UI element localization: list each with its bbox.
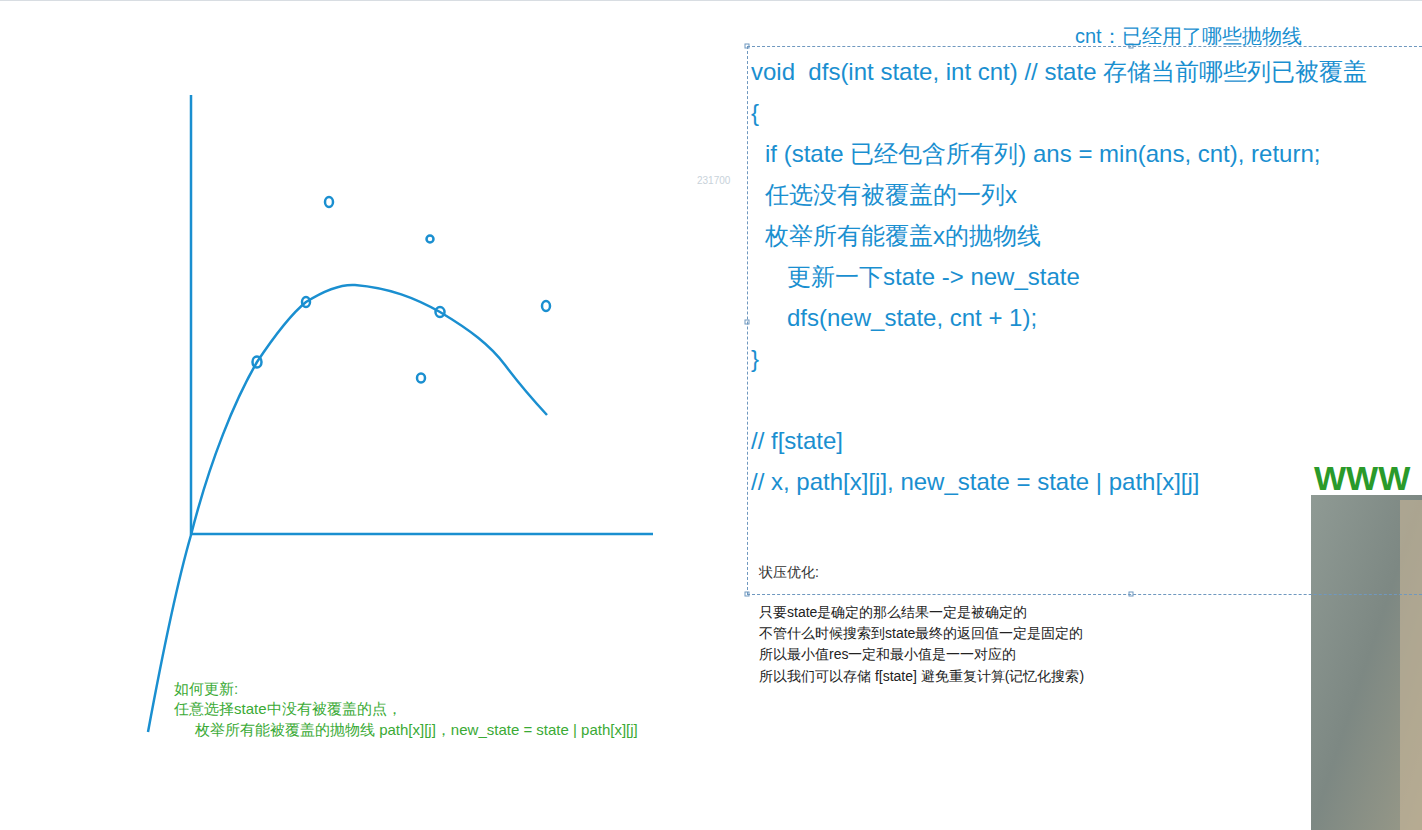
target-point	[417, 374, 425, 383]
watermark: 231700	[697, 175, 730, 187]
note-line: 所以我们可以存储 f[state] 避免重复计算(记忆化搜索)	[759, 668, 1084, 685]
target-point	[427, 236, 434, 243]
watermark: WWW	[1314, 458, 1410, 499]
x-axis	[191, 533, 653, 536]
code-selection-box: void dfs(int state, int cnt) // state 存储…	[747, 46, 1422, 595]
code-line: dfs(new_state, cnt + 1);	[787, 304, 1037, 333]
note-line: 所以最小值res一定和最小值是一一对应的	[759, 646, 1016, 663]
note-line: 不管什么时候搜索到state最终的返回值一定是固定的	[759, 625, 1083, 642]
target-point	[325, 197, 333, 207]
note-heading: 如何更新:	[174, 680, 238, 698]
heading-note: cnt：已经用了哪些抛物线	[1075, 24, 1302, 48]
y-axis	[190, 95, 193, 535]
webcam-photo	[1400, 500, 1422, 830]
code-line: 更新一下state -> new_state	[787, 263, 1080, 292]
code-line: // f[state]	[751, 427, 843, 456]
top-rule	[0, 0, 1422, 1]
code-line: }	[751, 345, 759, 374]
code-line: 枚举所有能覆盖x的抛物线	[765, 222, 1041, 251]
selection-handles	[745, 44, 1133, 596]
code-line: void dfs(int state, int cnt) // state 存储…	[751, 58, 1367, 87]
parabola-plot	[148, 95, 653, 732]
note-line: 只要state是确定的那么结果一定是被确定的	[759, 604, 1027, 621]
webcam-photo	[1311, 495, 1422, 830]
note-line: 任意选择state中没有被覆盖的点，	[174, 700, 402, 718]
code-line: 状压优化:	[759, 564, 819, 581]
target-point	[542, 301, 550, 311]
code-line: 任选没有被覆盖的一列x	[765, 181, 1017, 210]
note-line: 枚举所有能被覆盖的抛物线 path[x][j]，new_state = stat…	[195, 721, 638, 739]
code-line: // x, path[x][j], new_state = state | pa…	[751, 468, 1199, 497]
target-point	[436, 307, 445, 317]
code-line: if (state 已经包含所有列) ans = min(ans, cnt), …	[765, 140, 1320, 169]
selection-handle	[1129, 592, 1133, 596]
parabola-curve	[148, 285, 547, 732]
target-point	[253, 357, 262, 368]
code-line: {	[751, 99, 759, 128]
target-point	[302, 297, 310, 307]
